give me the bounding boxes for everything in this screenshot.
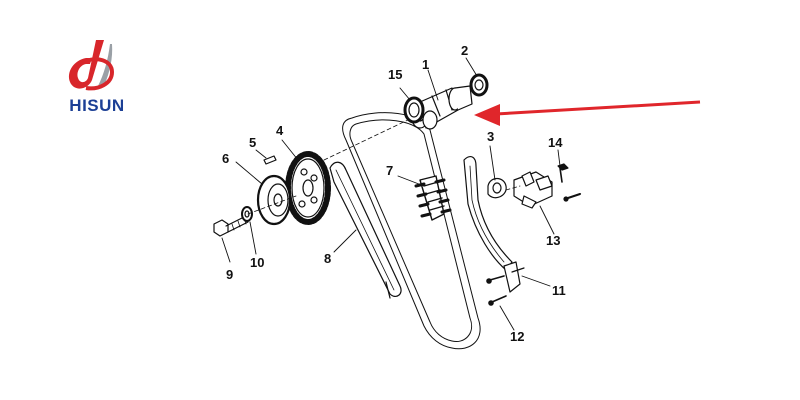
chain-links [414, 175, 452, 221]
callout-5: 5 [249, 135, 257, 150]
callout-13: 13 [546, 233, 561, 248]
dowel-pin [263, 155, 277, 165]
callout-10: 10 [250, 255, 265, 270]
cam-sprocket [285, 151, 331, 225]
callout-8: 8 [324, 251, 332, 266]
callout-14: 14 [548, 135, 563, 150]
sprocket-plate [256, 174, 292, 226]
tensioner-guide [463, 156, 513, 271]
callout-12: 12 [510, 329, 525, 344]
assembly-lines [247, 117, 521, 215]
callout-1: 1 [422, 57, 430, 72]
callout-4: 4 [276, 123, 284, 138]
callout-7: 7 [386, 163, 394, 178]
tensioner-bolt [557, 163, 569, 183]
pivot-bracket [503, 261, 525, 293]
chain-guide [329, 161, 402, 299]
timing-chain [342, 112, 481, 350]
bracket-bolts [486, 275, 507, 306]
callout-3: 3 [487, 129, 495, 144]
camshaft [410, 85, 473, 130]
brand-name: HISUN [69, 96, 125, 115]
callout-9: 9 [226, 267, 234, 282]
callout-6: 6 [222, 151, 230, 166]
end-bearing [469, 73, 489, 97]
tensioner-gasket [487, 177, 507, 199]
chain-tensioner [513, 171, 581, 209]
callout-15: 15 [388, 67, 403, 82]
logo-mark [68, 40, 115, 91]
bearing [403, 96, 425, 124]
leader-lines [221, 57, 561, 331]
callout-2: 2 [461, 43, 469, 58]
callout-11: 11 [552, 283, 566, 298]
